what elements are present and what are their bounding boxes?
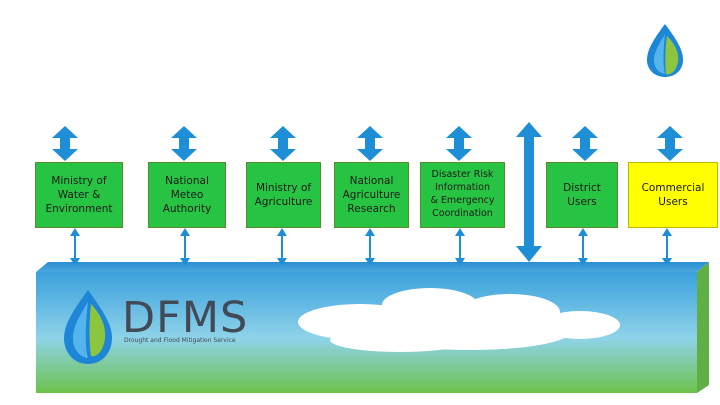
cloud-shape — [298, 288, 620, 352]
arrow-down-agri-research — [365, 228, 375, 266]
arrow-down-district — [578, 228, 588, 266]
arrow-down-disaster — [455, 228, 465, 266]
arrow-up-water — [52, 126, 78, 161]
box-national-meteo: National Meteo Authority — [148, 162, 226, 228]
arrow-up-commercial — [657, 126, 683, 161]
water-leaf-drop-icon — [647, 24, 683, 77]
box-district-users: District Users — [546, 162, 618, 228]
box-disaster-risk-label: Disaster Risk Information & Emergency Co… — [430, 169, 495, 219]
arrow-down-meteo — [180, 228, 190, 266]
arrow-down-commercial — [662, 228, 672, 266]
box-agriculture-research: National Agriculture Research — [334, 162, 409, 228]
arrow-up-district — [572, 126, 598, 161]
box-commercial-users: Commercial Users — [628, 162, 718, 228]
box-national-meteo-label: National Meteo Authority — [162, 174, 212, 216]
box-district-users-label: District Users — [563, 181, 601, 208]
arrow-down-water — [70, 228, 80, 266]
box-ministry-agriculture-label: Ministry of Agriculture — [254, 181, 313, 208]
box-ministry-water: Ministry of Water & Environment — [35, 162, 123, 228]
box-disaster-risk: Disaster Risk Information & Emergency Co… — [420, 162, 505, 228]
dfms-title: DFMS — [122, 293, 249, 343]
dfms-subtitle: Drought and Flood Mitigation Service — [124, 337, 236, 344]
box-agriculture-research-label: National Agriculture Research — [342, 174, 401, 216]
box-ministry-water-label: Ministry of Water & Environment — [45, 174, 113, 216]
arrow-up-meteo — [171, 126, 197, 161]
arrow-up-agriculture — [270, 126, 296, 161]
arrow-up-disaster — [446, 126, 472, 161]
box-ministry-agriculture: Ministry of Agriculture — [246, 162, 321, 228]
box-commercial-users-label: Commercial Users — [641, 181, 705, 208]
dfms-logo-icon — [64, 290, 112, 364]
arrow-up-agri-research — [357, 126, 383, 161]
arrow-down-agriculture — [277, 228, 287, 266]
arrow-long-platform — [516, 122, 542, 262]
